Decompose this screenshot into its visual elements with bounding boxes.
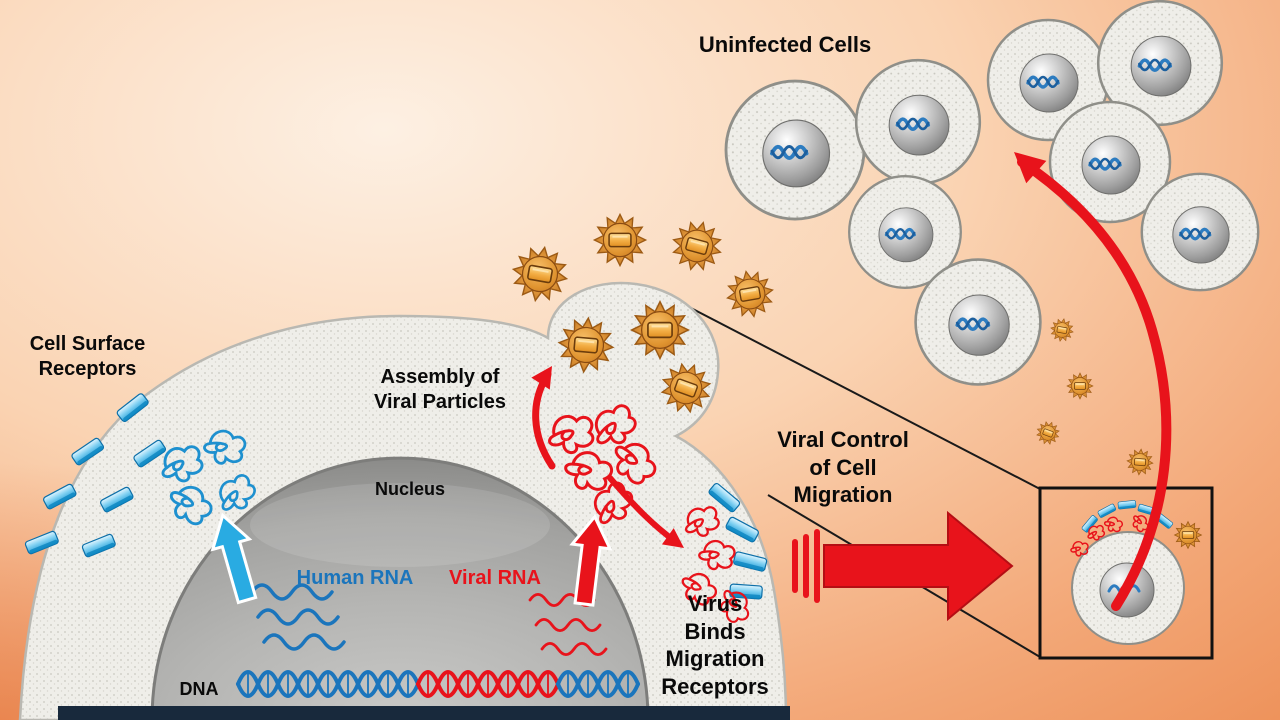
binding-arrow xyxy=(607,475,684,548)
virus-binds-label: Virus Binds Migration Receptors xyxy=(661,591,769,699)
uninfected-cells xyxy=(724,0,1260,387)
dna-label: DNA xyxy=(179,679,219,699)
viral-control-label: Viral Control of Cell Migration xyxy=(777,427,909,507)
cell-surface-receptors-label: Cell Surface Receptors xyxy=(29,333,146,380)
virus-icon xyxy=(1174,521,1202,549)
assembly-label: Assembly of Viral Particles xyxy=(374,366,506,413)
virus-icon xyxy=(722,266,778,322)
human-rna-arrow xyxy=(210,512,258,605)
uninfected-cell xyxy=(913,257,1043,387)
nucleus xyxy=(150,456,650,720)
virus-icon xyxy=(666,215,728,277)
uninfected-cell xyxy=(724,79,866,221)
migration-arrow xyxy=(792,510,1014,622)
zoom-box xyxy=(1038,486,1214,660)
uninfected-cell xyxy=(854,58,982,186)
nucleus-label: Nucleus xyxy=(374,479,446,499)
dna-helix xyxy=(236,670,640,698)
virus-icon xyxy=(1066,372,1094,400)
human-rna-label: Human RNA xyxy=(296,567,414,589)
viral-rna-arrow xyxy=(569,513,613,607)
virus-icon xyxy=(1033,418,1063,448)
assembly-arrow xyxy=(531,366,556,470)
virus-icon xyxy=(1125,447,1155,477)
virus-icon xyxy=(593,213,647,267)
cell-base-shadow xyxy=(58,706,790,720)
uninfected-cell xyxy=(1140,172,1260,292)
path-virus-particles xyxy=(1033,316,1155,477)
virus-icon xyxy=(1048,316,1076,344)
virus-icon xyxy=(507,241,573,307)
viral-rna-label: Viral RNA xyxy=(449,567,541,589)
uninfected-cells-label: Uninfected Cells xyxy=(698,32,872,57)
migration-path-arrow xyxy=(1014,152,1172,611)
